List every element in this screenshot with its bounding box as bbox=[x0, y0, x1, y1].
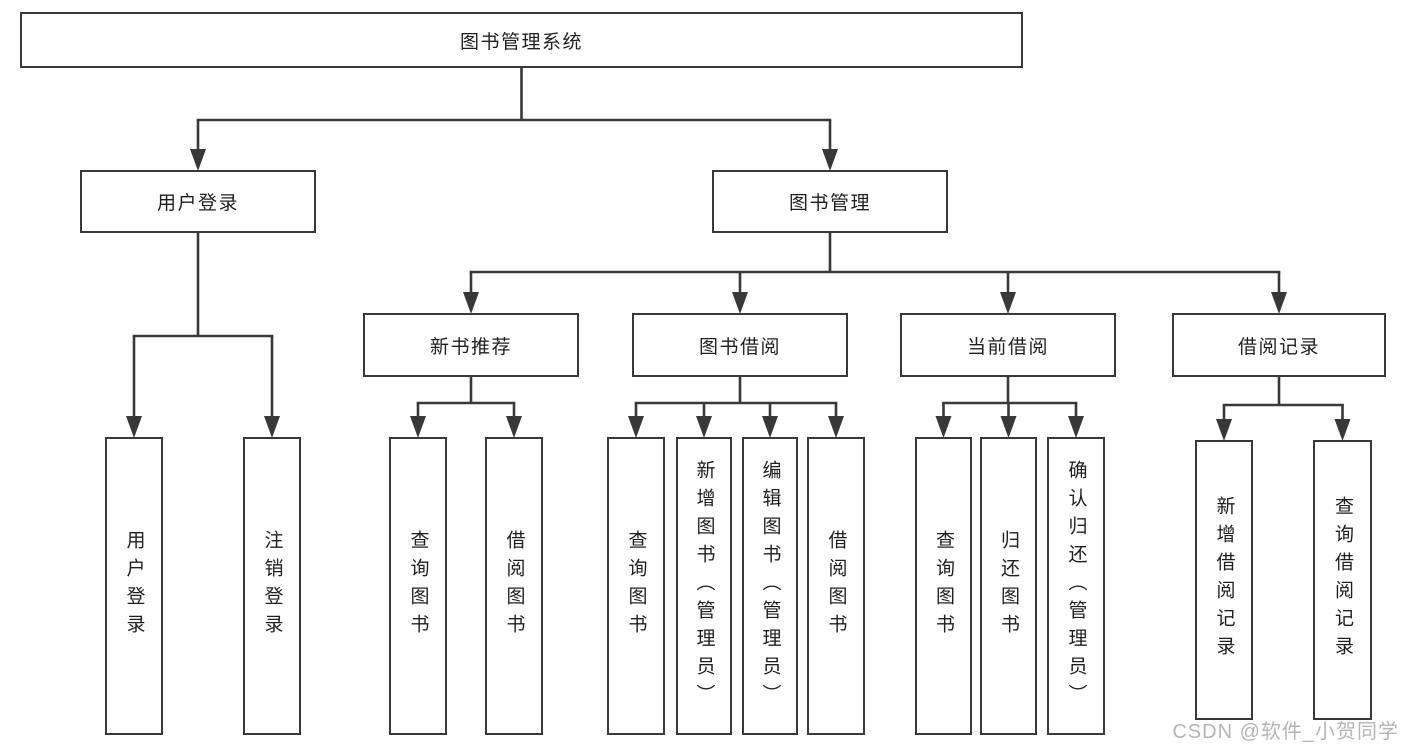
node-leaf-query-borrow-record: 查询借阅记录 bbox=[1313, 440, 1372, 720]
node-leaf-add-borrow-record: 新增借阅记录 bbox=[1195, 440, 1253, 720]
node-label-leaf-return-book: 归还图书 bbox=[998, 530, 1019, 642]
node-book-borrow: 图书借阅 bbox=[632, 313, 848, 377]
node-label-leaf-borrow-book-new: 借阅图书 bbox=[503, 530, 525, 642]
node-label-current-borrow: 当前借阅 bbox=[966, 336, 1049, 358]
node-label-leaf-add-book: 新增图书（管理员） bbox=[693, 460, 715, 712]
node-leaf-add-book: 新增图书（管理员） bbox=[676, 437, 732, 735]
node-label-leaf-confirm-return: 确认归还（管理员） bbox=[1065, 460, 1087, 712]
node-leaf-borrow-book: 借阅图书 bbox=[807, 437, 865, 735]
node-new-book-rec: 新书推荐 bbox=[363, 313, 579, 377]
node-leaf-query-book-current: 查询图书 bbox=[915, 437, 972, 735]
node-label-user-login: 用户登录 bbox=[156, 193, 239, 214]
node-leaf-query-book-new: 查询图书 bbox=[389, 437, 447, 735]
node-label-leaf-query-book-borrow: 查询图书 bbox=[625, 530, 647, 642]
node-leaf-return-book: 归还图书 bbox=[980, 437, 1037, 735]
node-leaf-confirm-return: 确认归还（管理员） bbox=[1047, 437, 1105, 735]
node-leaf-logout: 注销登录 bbox=[243, 437, 301, 735]
node-label-new-book-rec: 新书推荐 bbox=[429, 336, 512, 358]
node-current-borrow: 当前借阅 bbox=[900, 313, 1116, 377]
node-book-mgmt: 图书管理 bbox=[712, 170, 948, 233]
node-label-leaf-edit-book: 编辑图书（管理员） bbox=[759, 460, 781, 712]
node-leaf-user-login: 用户登录 bbox=[105, 437, 163, 735]
node-label-root: 图书管理系统 bbox=[459, 31, 583, 53]
node-label-leaf-logout: 注销登录 bbox=[261, 530, 283, 642]
node-label-book-borrow: 图书借阅 bbox=[698, 336, 781, 358]
node-label-leaf-query-borrow-record: 查询借阅记录 bbox=[1332, 496, 1353, 664]
node-label-leaf-add-borrow-record: 新增借阅记录 bbox=[1213, 496, 1235, 664]
node-label-leaf-query-book-new: 查询图书 bbox=[407, 530, 429, 642]
node-label-leaf-borrow-book: 借阅图书 bbox=[825, 530, 847, 642]
node-leaf-borrow-book-new: 借阅图书 bbox=[485, 437, 543, 735]
node-user-login: 用户登录 bbox=[80, 170, 316, 233]
node-borrow-records: 借阅记录 bbox=[1172, 313, 1386, 377]
node-label-book-mgmt: 图书管理 bbox=[788, 193, 871, 214]
node-root: 图书管理系统 bbox=[20, 12, 1023, 68]
node-label-leaf-query-book-current: 查询图书 bbox=[933, 530, 954, 642]
node-label-leaf-user-login: 用户登录 bbox=[123, 530, 145, 642]
watermark-text: CSDN @软件_小贺同学 bbox=[1172, 721, 1399, 743]
node-leaf-edit-book: 编辑图书（管理员） bbox=[742, 437, 798, 735]
node-leaf-query-book-borrow: 查询图书 bbox=[607, 437, 665, 735]
node-label-borrow-records: 借阅记录 bbox=[1237, 336, 1320, 358]
